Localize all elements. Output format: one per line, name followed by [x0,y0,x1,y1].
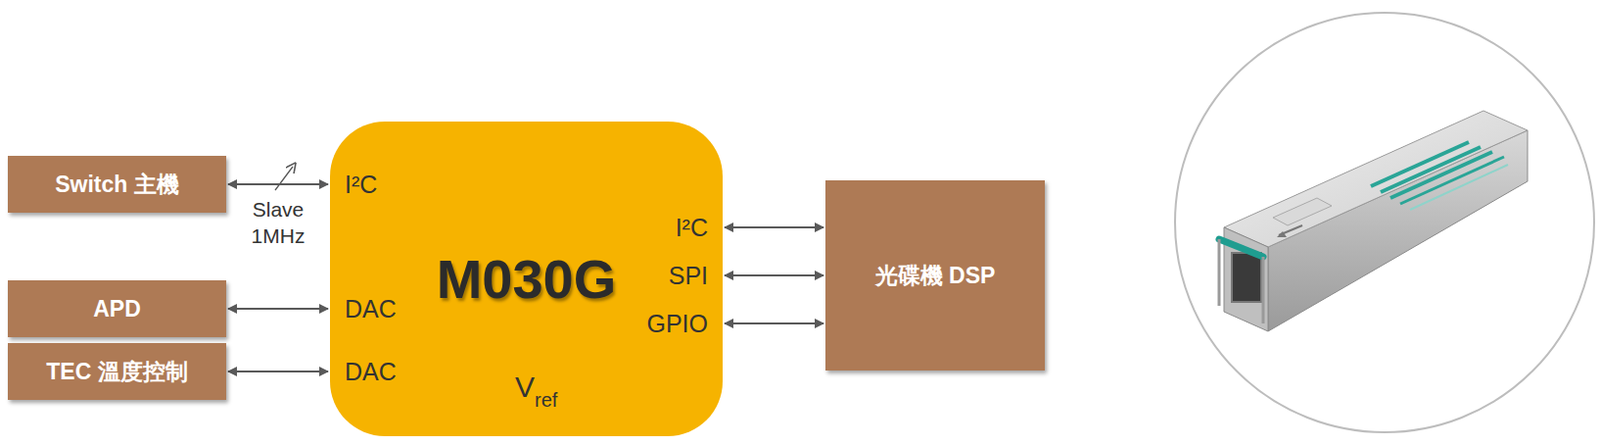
bus-arrow [228,183,329,186]
bus-arrow [724,274,824,277]
bus-arrow [724,226,824,229]
reference-symbol: V [515,372,535,402]
bus-arrow [724,322,824,325]
device-box: APD [7,280,227,337]
pin-name: I²C [675,215,708,240]
host-box: Switch 主機 [7,155,227,213]
box-label: M030G [428,246,625,311]
box-label: APD [85,295,149,323]
box-label: TEC 溫度控制 [38,356,195,387]
box-label: Switch 主機 [47,169,188,200]
bus-arrow [228,370,329,373]
pin-name: DAC [344,359,397,384]
dsp-box: 光碟機 DSP [825,180,1045,371]
reference-subscript: ref [534,389,558,410]
box-label: 光碟機 DSP [867,260,1004,291]
device-box: TEC 溫度控制 [7,342,227,400]
frame-circle [1175,12,1595,432]
sfp-module [1219,110,1528,331]
bus-label: Slave 1MHz [241,195,315,250]
pin-name: DAC [344,296,397,322]
bus-arrow [228,307,329,310]
pin-name: SPI [668,263,708,288]
bus-slash [275,166,293,190]
pin-name: I²C [344,172,377,197]
pin-name: GPIO [646,311,708,336]
